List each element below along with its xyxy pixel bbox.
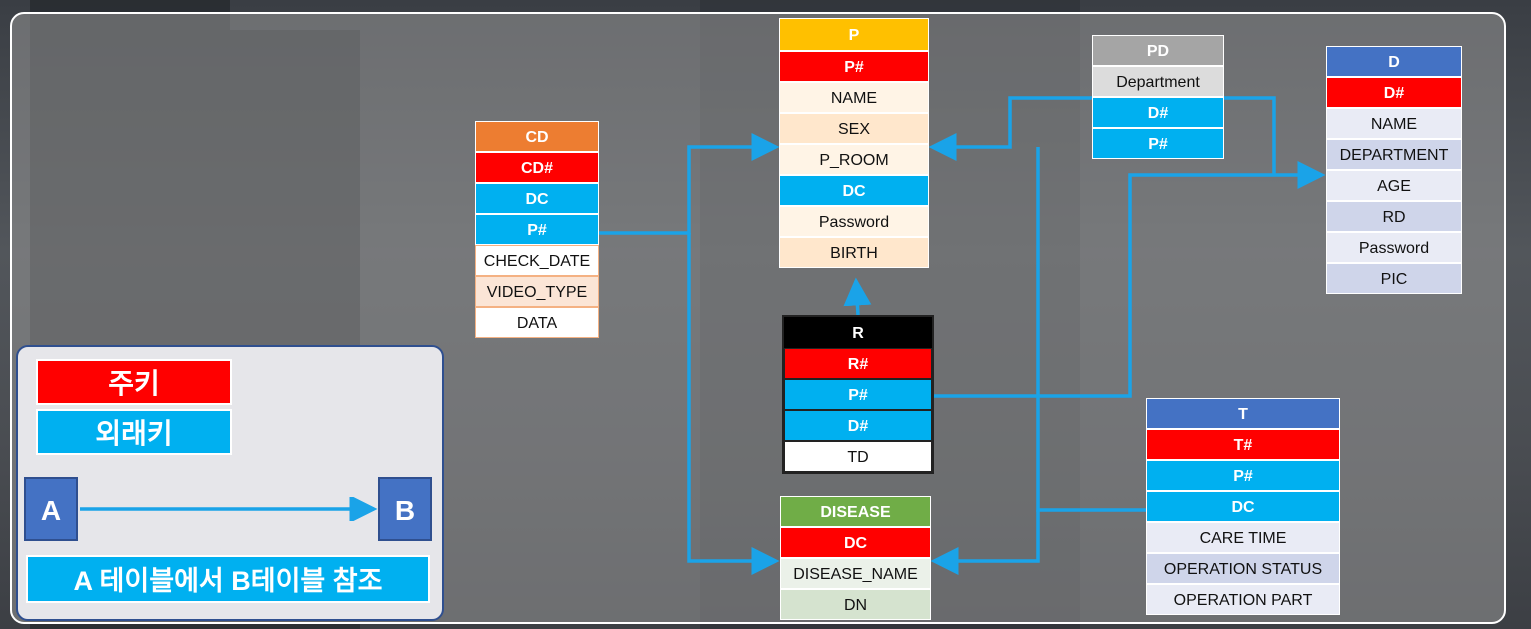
table-pd[interactable]: PD Department D# P# bbox=[1092, 35, 1224, 159]
table-d-field: D# bbox=[1326, 77, 1462, 108]
legend-panel: 주키 외래키 A B A 테이블에서 B테이블 참조 bbox=[16, 345, 444, 621]
legend-arrow bbox=[80, 497, 378, 521]
table-d-field: RD bbox=[1326, 201, 1462, 232]
arrow-r-to-d bbox=[934, 161, 1326, 398]
table-p-field: DC bbox=[779, 175, 929, 206]
table-cd-field: CD# bbox=[475, 152, 599, 183]
table-p-field: NAME bbox=[779, 82, 929, 113]
table-pd-field: Department bbox=[1092, 66, 1224, 97]
table-cd[interactable]: CD CD# DC P# CHECK_DATE VIDEO_TYPE DATA bbox=[475, 121, 599, 338]
legend-caption: A 테이블에서 B테이블 참조 bbox=[26, 555, 430, 603]
table-t-field: OPERATION STATUS bbox=[1146, 553, 1340, 584]
arrow-cd-to-p bbox=[599, 133, 780, 235]
table-t[interactable]: T T# P# DC CARE TIME OPERATION STATUS OP… bbox=[1146, 398, 1340, 615]
arrow-t-to-disease bbox=[930, 510, 1040, 575]
table-t-field: T# bbox=[1146, 429, 1340, 460]
arrow-pd-to-p bbox=[928, 96, 1092, 161]
table-disease[interactable]: DISEASE DC DISEASE_NAME DN bbox=[780, 496, 931, 620]
table-pd-field: D# bbox=[1092, 97, 1224, 128]
table-t-field: DC bbox=[1146, 491, 1340, 522]
legend-table-a: A bbox=[24, 477, 78, 541]
table-p-field: Password bbox=[779, 206, 929, 237]
table-d[interactable]: D D# NAME DEPARTMENT AGE RD Password PIC bbox=[1326, 46, 1462, 294]
table-d-field: AGE bbox=[1326, 170, 1462, 201]
table-r-field: D# bbox=[784, 410, 932, 441]
table-cd-header: CD bbox=[475, 121, 599, 152]
table-cd-field: DATA bbox=[475, 307, 599, 338]
table-cd-field: P# bbox=[475, 214, 599, 245]
table-r-field: R# bbox=[784, 348, 932, 379]
table-cd-field: CHECK_DATE bbox=[475, 245, 599, 276]
legend-primary-key: 주키 bbox=[36, 359, 232, 405]
table-pd-field: P# bbox=[1092, 128, 1224, 159]
table-disease-header: DISEASE bbox=[780, 496, 931, 527]
arrow-cd-to-disease bbox=[687, 233, 780, 575]
legend-table-b: B bbox=[378, 477, 432, 541]
table-t-field: P# bbox=[1146, 460, 1340, 491]
table-p-field: P# bbox=[779, 51, 929, 82]
table-t-field: OPERATION PART bbox=[1146, 584, 1340, 615]
table-t-field: CARE TIME bbox=[1146, 522, 1340, 553]
table-r[interactable]: R R# P# D# TD bbox=[782, 315, 934, 474]
legend-foreign-key: 외래키 bbox=[36, 409, 232, 455]
arrow-pd-to-d bbox=[1224, 96, 1276, 175]
table-p-field: BIRTH bbox=[779, 237, 929, 268]
table-d-header: D bbox=[1326, 46, 1462, 77]
table-d-field: DEPARTMENT bbox=[1326, 139, 1462, 170]
table-d-field: PIC bbox=[1326, 263, 1462, 294]
table-d-field: NAME bbox=[1326, 108, 1462, 139]
table-p-header: P bbox=[779, 18, 929, 51]
table-cd-field: DC bbox=[475, 183, 599, 214]
table-p[interactable]: P P# NAME SEX P_ROOM DC Password BIRTH bbox=[779, 18, 929, 268]
table-r-header: R bbox=[784, 317, 932, 348]
table-p-field: P_ROOM bbox=[779, 144, 929, 175]
table-p-field: SEX bbox=[779, 113, 929, 144]
table-r-field: P# bbox=[784, 379, 932, 410]
table-pd-header: PD bbox=[1092, 35, 1224, 66]
table-disease-field: DC bbox=[780, 527, 931, 558]
table-t-header: T bbox=[1146, 398, 1340, 429]
table-disease-field: DN bbox=[780, 589, 931, 620]
arrow-r-to-p bbox=[843, 277, 872, 316]
table-d-field: Password bbox=[1326, 232, 1462, 263]
table-r-field: TD bbox=[784, 441, 932, 472]
table-disease-field: DISEASE_NAME bbox=[780, 558, 931, 589]
table-cd-field: VIDEO_TYPE bbox=[475, 276, 599, 307]
